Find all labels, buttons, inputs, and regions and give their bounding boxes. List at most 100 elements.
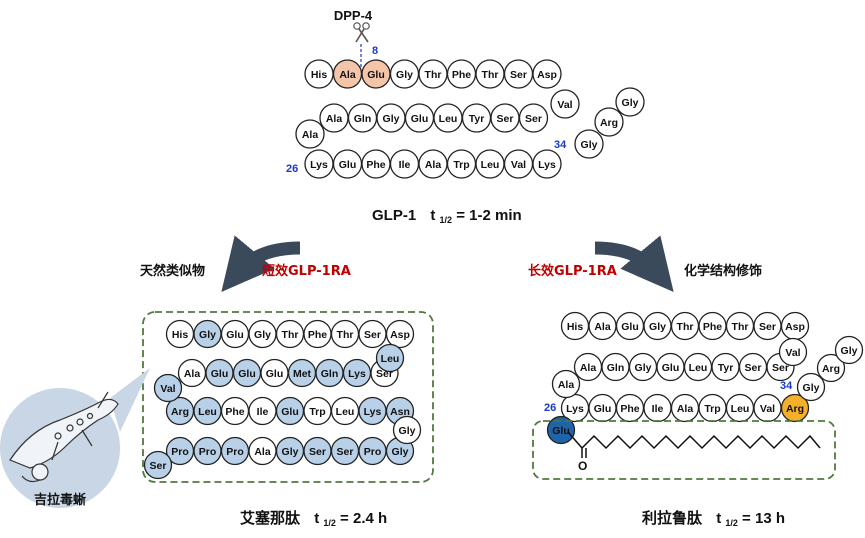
residue-circle xyxy=(295,119,325,149)
residue-label: Ser xyxy=(497,113,514,125)
residue-label: Leu xyxy=(731,403,750,415)
residue-label: Gly xyxy=(282,446,299,458)
residue-glu: Glu xyxy=(205,358,234,388)
residue-label: Lys xyxy=(348,368,366,380)
position-34-label-b: 34 xyxy=(780,380,793,392)
residue-label: Pro xyxy=(364,446,382,458)
residue-label: Lys xyxy=(566,403,584,415)
residue-label: Ala xyxy=(339,69,356,81)
residue-leu: Leu xyxy=(475,149,505,179)
left-source-label: 天然类似物 xyxy=(140,263,205,279)
residue-label: Tyr xyxy=(469,113,485,125)
residue-label: Lys xyxy=(364,406,382,418)
enzyme-label: DPP-4 xyxy=(334,8,373,23)
residue-label: Phe xyxy=(620,403,639,415)
residue-label: Ser xyxy=(745,362,762,374)
residue-label: Ala xyxy=(254,446,271,458)
residue-val: Val xyxy=(153,373,183,403)
residue-label: Ala xyxy=(184,368,201,380)
residue-ile: Ile xyxy=(248,396,277,426)
residue-thr: Thr xyxy=(330,319,360,349)
residue-ala: Ala xyxy=(248,436,277,466)
residue-ala: Ala xyxy=(332,59,363,89)
residue-gly: Gly xyxy=(392,415,422,445)
residue-label: Gly xyxy=(383,113,400,125)
residue-leu: Leu xyxy=(433,103,463,133)
residue-thr: Thr xyxy=(418,59,448,89)
residue-label: Gly xyxy=(392,446,409,458)
position-26-label: 26 xyxy=(286,163,298,175)
scissors-icon xyxy=(353,22,370,43)
residue-ala: Ala xyxy=(588,311,617,341)
residue-label: Glu xyxy=(594,403,612,415)
residue-lys: Lys xyxy=(342,358,372,388)
residue-leu: Leu xyxy=(193,396,222,426)
residue-pro: Pro xyxy=(358,436,387,466)
residue-label: Tyr xyxy=(718,362,734,374)
residue-ser: Ser xyxy=(518,103,549,133)
residue-label: Gln xyxy=(321,368,339,380)
residue-label: Arg xyxy=(822,363,840,375)
residue-tyr: Tyr xyxy=(711,352,740,382)
residue-label: Glu xyxy=(211,368,229,380)
residue-arg: Arg xyxy=(165,396,195,426)
residue-label: Ser xyxy=(337,446,354,458)
residue-label: Phe xyxy=(452,69,471,81)
residue-label: Val xyxy=(760,403,775,415)
residue-label: Asp xyxy=(537,69,557,81)
residue-label: Val xyxy=(511,159,526,171)
residue-label: His xyxy=(567,321,584,333)
residue-lys: Lys xyxy=(358,396,387,426)
residue-thr: Thr xyxy=(475,59,505,89)
residue-ala: Ala xyxy=(418,149,448,179)
residue-phe: Phe xyxy=(446,59,477,89)
carbonyl-oxygen: O xyxy=(578,459,587,473)
residue-label: Ser xyxy=(364,329,381,341)
arrow-right xyxy=(594,235,674,292)
residue-glu: Glu xyxy=(615,311,645,341)
residue-label: Glu xyxy=(621,321,639,333)
residue-trp: Trp xyxy=(303,396,332,426)
residue-ser: Ser xyxy=(143,450,173,480)
residue-ser: Ser xyxy=(330,436,360,466)
residue-circle xyxy=(532,59,562,89)
residue-glu: Glu xyxy=(361,59,391,89)
residue-label: Gly xyxy=(399,425,416,437)
residue-label: Gly xyxy=(581,139,598,151)
residue-gln: Gln xyxy=(601,352,630,382)
residue-leu: Leu xyxy=(725,393,755,423)
residue-ala: Ala xyxy=(670,393,700,423)
right-method-label: 化学结构修饰 xyxy=(684,263,762,279)
residue-gly: Gly xyxy=(643,311,672,341)
residue-label: Arg xyxy=(600,117,618,129)
residue-circle xyxy=(615,87,645,117)
residue-label: Asp xyxy=(785,321,805,333)
residue-label: Ile xyxy=(652,403,664,415)
residue-label: Gln xyxy=(354,113,372,125)
residue-lys: Lys xyxy=(304,149,334,179)
residue-circle xyxy=(780,393,810,423)
residue-ser: Ser xyxy=(303,436,332,466)
residue-circle xyxy=(385,319,415,349)
residue-tyr: Tyr xyxy=(461,103,492,133)
residue-his: His xyxy=(165,319,195,349)
residue-label: Pro xyxy=(226,446,244,458)
residue-ser: Ser xyxy=(753,311,782,341)
residue-label: Thr xyxy=(732,321,749,333)
residue-ala: Ala xyxy=(177,358,207,388)
residue-label: Thr xyxy=(677,321,694,333)
residue-label: Lys xyxy=(310,159,328,171)
cleave-position: 8 xyxy=(372,45,378,57)
residue-label: Ala xyxy=(326,113,343,125)
residue-label: Glu xyxy=(662,362,680,374)
exenatide-box xyxy=(142,311,434,483)
residue-phe: Phe xyxy=(361,149,391,179)
residue-gly: Gly xyxy=(376,103,406,133)
glp1-title: GLP-1 t 1/2 = 1-2 min xyxy=(372,207,522,227)
residue-ala: Ala xyxy=(573,352,603,382)
right-type-label: 长效GLP-1RA xyxy=(528,263,617,279)
residue-label: Ala xyxy=(594,321,611,333)
residue-ser: Ser xyxy=(358,319,387,349)
